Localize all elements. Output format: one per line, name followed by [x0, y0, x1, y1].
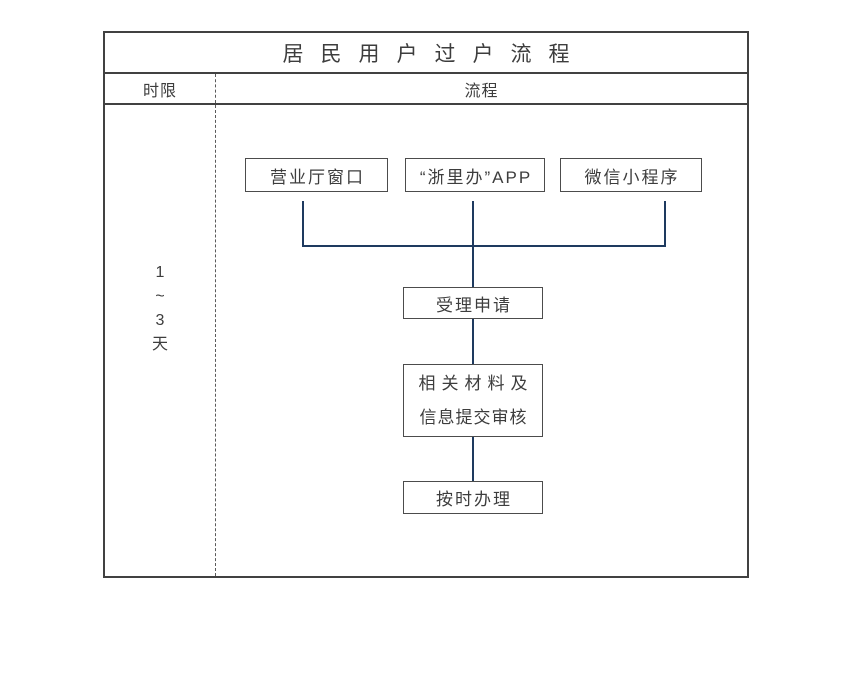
connector-drop-left — [302, 201, 304, 246]
connector-horizontal-bar — [302, 245, 666, 247]
body-row: 1 ~ 3 天 — [105, 105, 747, 576]
header-cell-process: 流程 — [216, 74, 747, 103]
flowchart-table: 居民用户过户流程 时限 流程 1 ~ 3 天 — [103, 31, 749, 578]
page-title: 居民用户过户流程 — [282, 42, 587, 66]
channel-box-zheliban-app: “浙里办”APP — [405, 158, 545, 192]
channel-box-business-hall: 营业厅窗口 — [245, 158, 388, 192]
time-limit-value: 1 ~ 3 天 — [152, 261, 168, 357]
time-limit-cell: 1 ~ 3 天 — [105, 105, 216, 576]
process-header-label: 流程 — [464, 82, 499, 100]
time-limit-line: ~ — [155, 288, 165, 305]
materials-review-line1: 相关材料及 — [418, 373, 534, 393]
header-cell-time-limit: 时限 — [105, 74, 216, 103]
time-limit-line: 3 — [155, 312, 165, 329]
channel-box-wechat-miniprogram: 微信小程序 — [560, 158, 702, 192]
connector-stem-to-handle — [472, 437, 474, 481]
connector-drop-right — [664, 201, 666, 246]
connector-stem-to-accept — [472, 246, 474, 287]
time-limit-header-label: 时限 — [142, 82, 177, 100]
time-limit-line: 1 — [155, 264, 165, 281]
step-box-handle-on-time: 按时办理 — [403, 481, 543, 514]
connector-drop-middle — [472, 201, 474, 246]
connector-stem-to-materials — [472, 319, 474, 364]
header-row: 时限 流程 — [105, 74, 747, 105]
step-box-accept-application: 受理申请 — [403, 287, 543, 319]
time-limit-line: 天 — [151, 336, 168, 353]
title-row: 居民用户过户流程 — [105, 33, 747, 74]
materials-review-line2: 信息提交审核 — [419, 407, 528, 427]
step-box-materials-review: 相关材料及 信息提交审核 — [403, 364, 543, 437]
